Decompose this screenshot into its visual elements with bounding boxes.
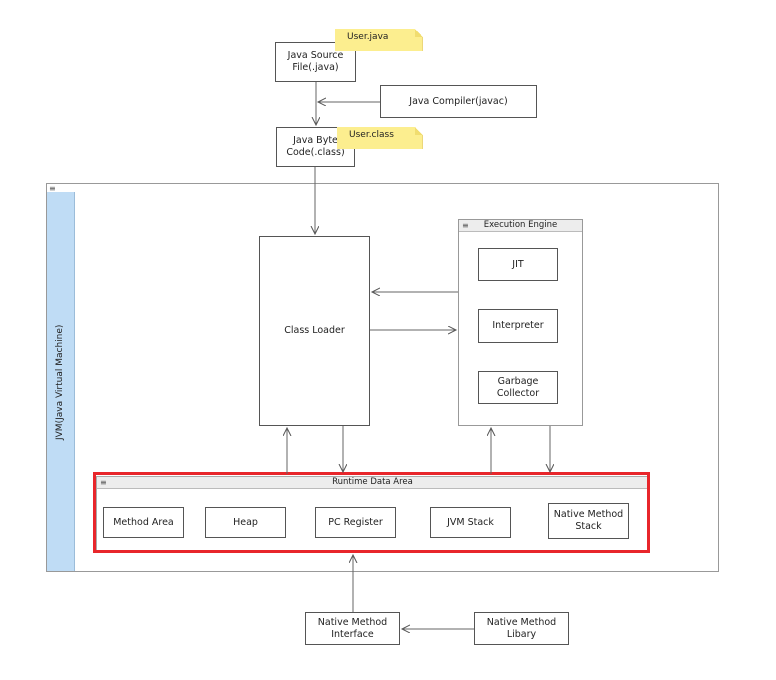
runtime-data-area-highlight (93, 472, 650, 553)
execution-engine-title: Execution Engine (483, 220, 558, 230)
class-loader: Class Loader (259, 236, 370, 426)
native-method-stack-box: Native Method Stack (548, 503, 629, 539)
frame-menu-icon: ≡ (462, 221, 469, 230)
garbage-collector-box: Garbage Collector (478, 371, 558, 404)
execution-engine-frame: ≡ Execution Engine (458, 219, 583, 426)
runtime-data-area-frame: ≡ Runtime Data Area (96, 476, 649, 552)
jit-box: JIT (478, 248, 558, 281)
native-method-interface-box: Native Method Interface (305, 612, 400, 645)
jvm-label-band (47, 192, 75, 571)
note-user-class: User.class (337, 127, 423, 149)
heap-box: Heap (205, 507, 286, 538)
jvm-frame: ≡ (46, 183, 719, 572)
java-compiler: Java Compiler(javac) (380, 85, 537, 118)
java-source-file: Java Source File(.java) (275, 42, 356, 82)
note-user-java: User.java (335, 29, 423, 51)
runtime-data-area-title: Runtime Data Area (332, 477, 413, 487)
method-area-box: Method Area (103, 507, 184, 538)
jvm-stack-box: JVM Stack (430, 507, 511, 538)
frame-menu-icon: ≡ (100, 478, 107, 487)
frame-menu-icon: ≡ (49, 184, 56, 193)
interpreter-box: Interpreter (478, 309, 558, 343)
pc-register-box: PC Register (315, 507, 396, 538)
native-method-library-box: Native Method Libary (474, 612, 569, 645)
